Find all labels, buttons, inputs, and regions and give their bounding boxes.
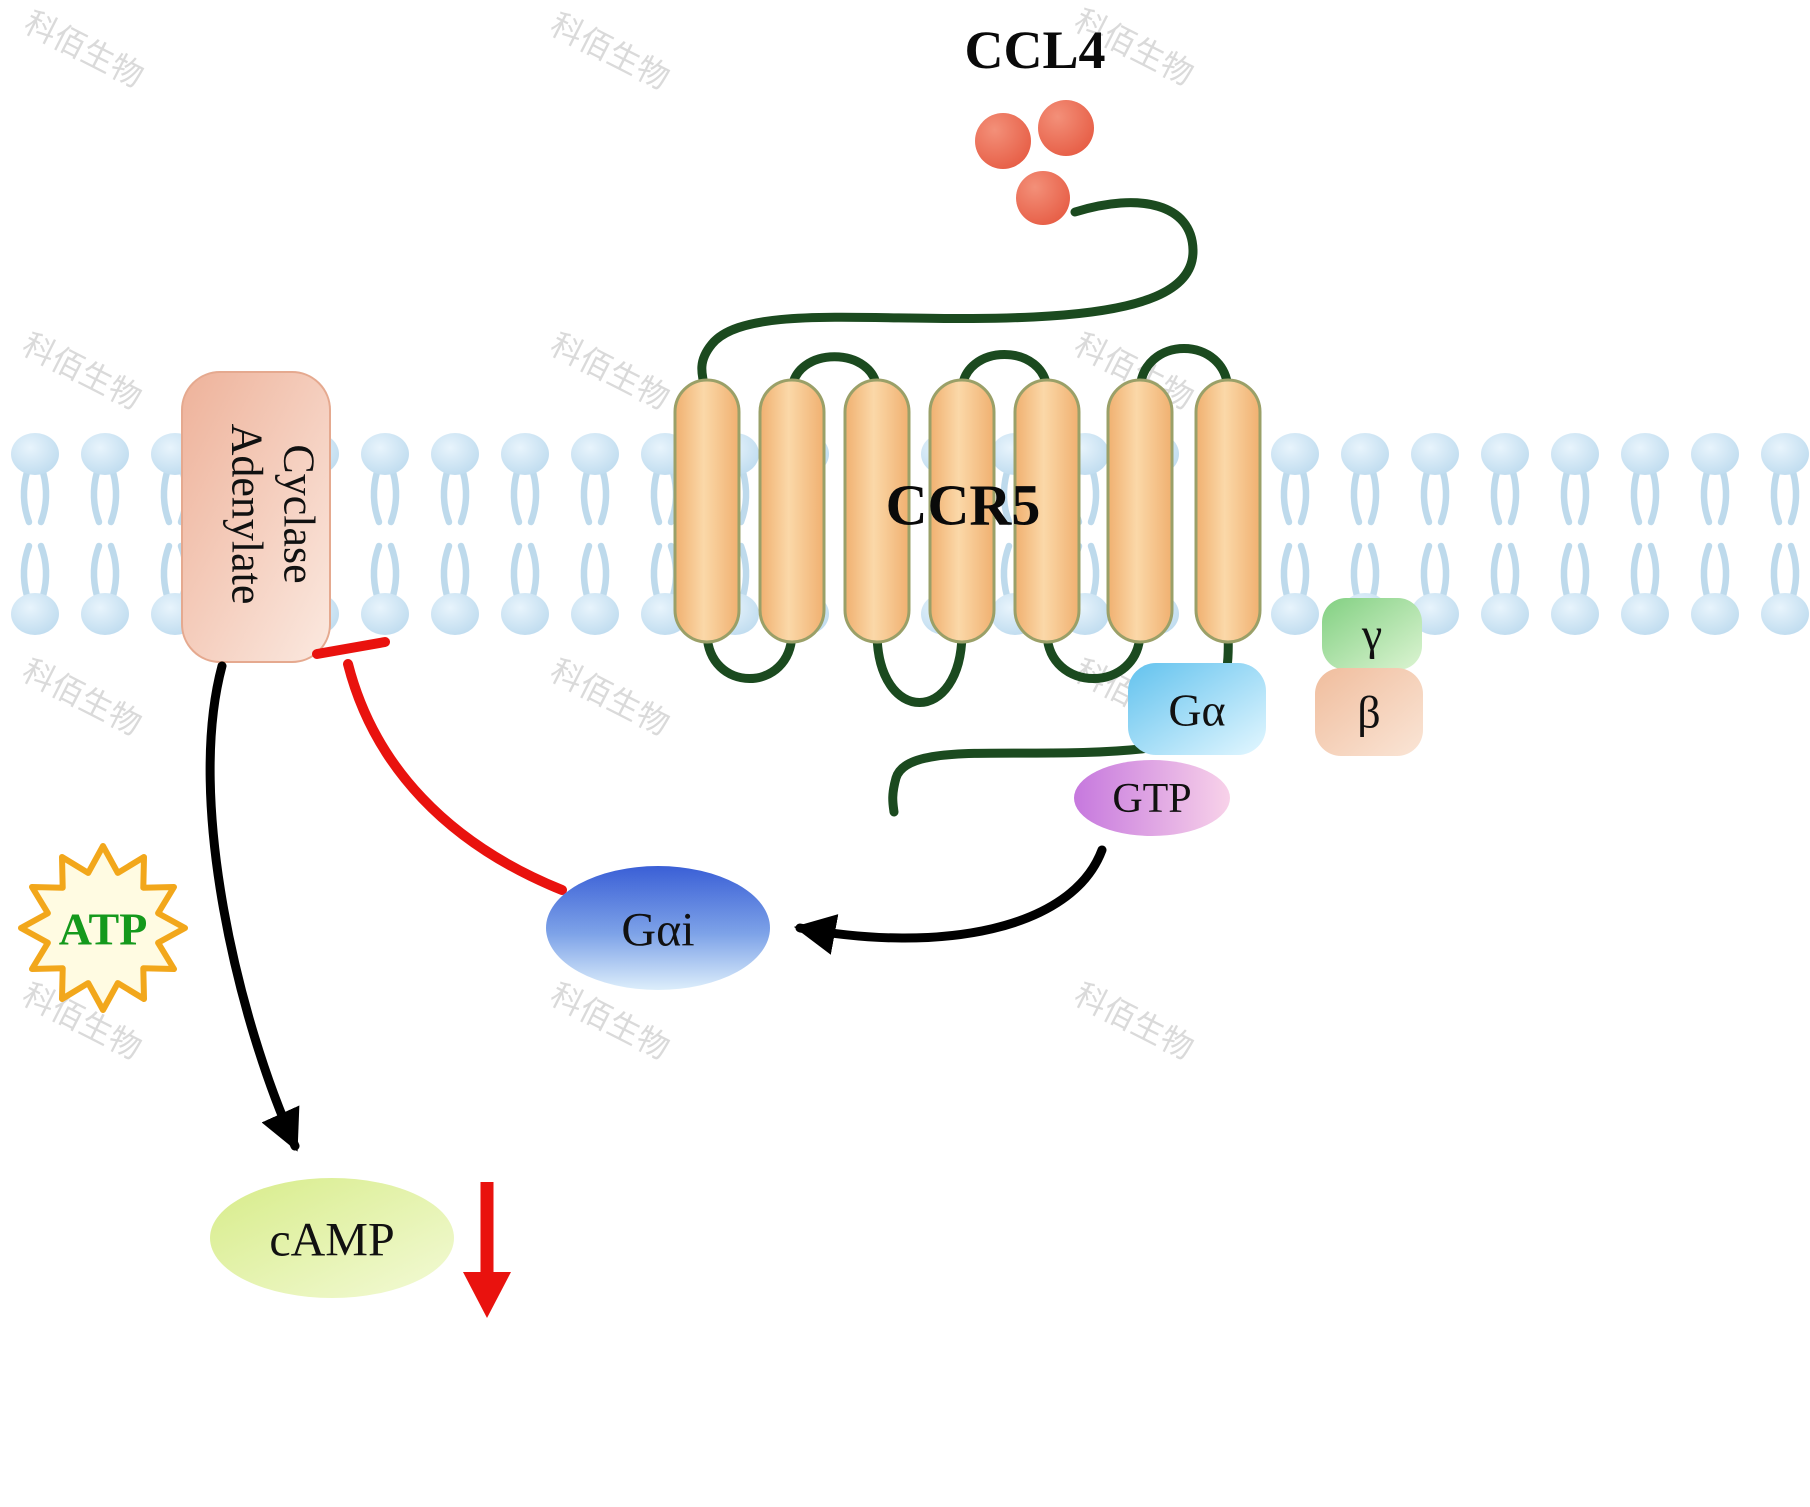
tm-helix-4	[928, 378, 996, 644]
watermark-text: 科佰生物	[544, 651, 675, 743]
ligand-label: CCL4	[964, 20, 1105, 80]
decrease-arrow-head	[463, 1272, 511, 1318]
tm-helix-3	[843, 378, 911, 644]
g-gamma-label: γ	[1361, 609, 1382, 660]
ligand-group: CCL4	[964, 20, 1106, 225]
arrow-ac-to-camp	[205, 661, 300, 1152]
gtp-label: GTP	[1112, 776, 1191, 822]
inhibition-t-bar	[312, 637, 390, 659]
camp-label: cAMP	[269, 1214, 394, 1267]
g-alpha-label: Gα	[1168, 685, 1225, 736]
gtp-body	[1074, 760, 1230, 836]
g-alpha-subunit: Gα	[1128, 663, 1266, 755]
adenylate-cyclase-label-line1: Adenylate	[223, 424, 272, 605]
watermark-text: 科佰生物	[18, 3, 149, 95]
atp-label: ATP	[59, 904, 148, 955]
camp-body	[210, 1178, 454, 1298]
adenylate-cyclase: Adenylate Cyclase	[181, 371, 331, 663]
atp-starburst-icon	[18, 843, 188, 1013]
extracellular-loop-3	[1135, 344, 1233, 397]
receptor-c-tail	[888, 743, 1155, 817]
ligand-molecule-icon	[1038, 100, 1094, 156]
extracellular-loop-2	[957, 350, 1052, 397]
extracellular-loop-1	[787, 352, 882, 397]
tm-helix-1	[673, 378, 741, 644]
arrow-gtp-to-gai	[793, 845, 1107, 955]
receptor-n-terminus	[697, 198, 1198, 397]
gtp-group: GTP	[1074, 760, 1230, 836]
watermark-text: 科佰生物	[16, 325, 147, 417]
inhibition-arrow	[312, 637, 567, 895]
intracellular-loop-1	[702, 627, 797, 683]
g-beta-body	[1315, 668, 1423, 756]
camp-decrease-arrow	[463, 1182, 511, 1318]
inhibition-curve	[343, 659, 567, 895]
ligand-molecule-icon	[975, 113, 1031, 169]
tm-helix-5	[1013, 378, 1081, 644]
watermark-text: 科佰生物	[1068, 975, 1199, 1067]
ligand-molecule-icon	[1016, 171, 1070, 225]
adenylate-cyclase-body	[181, 371, 331, 663]
receptor-label: CCR5	[886, 473, 1041, 538]
receptor-helices	[673, 378, 1262, 644]
atp-group: ATP	[18, 843, 188, 1013]
tm-helix-7	[1194, 378, 1262, 644]
g-alpha-body	[1128, 663, 1266, 755]
watermark-text: 科佰生物	[16, 651, 147, 743]
g-gamma-subunit: γ	[1322, 598, 1422, 670]
signal-arrows	[205, 661, 1107, 1152]
gai-body	[546, 866, 770, 990]
intracellular-loop-2	[872, 627, 967, 707]
gai-group: Gαi	[546, 866, 770, 990]
adenylate-cyclase-label-line2: Cyclase	[275, 444, 324, 583]
camp-group: cAMP	[210, 1178, 454, 1298]
watermark-text: 科佰生物	[544, 5, 675, 97]
gai-label: Gαi	[621, 904, 694, 957]
g-beta-subunit: β	[1315, 668, 1423, 756]
g-gamma-body	[1322, 598, 1422, 670]
intracellular-loop-3	[1042, 627, 1145, 683]
g-beta-label: β	[1357, 687, 1380, 738]
watermark-text: 科佰生物	[544, 325, 675, 417]
tm-helix-2	[758, 378, 826, 644]
tm-helix-6	[1106, 378, 1174, 644]
